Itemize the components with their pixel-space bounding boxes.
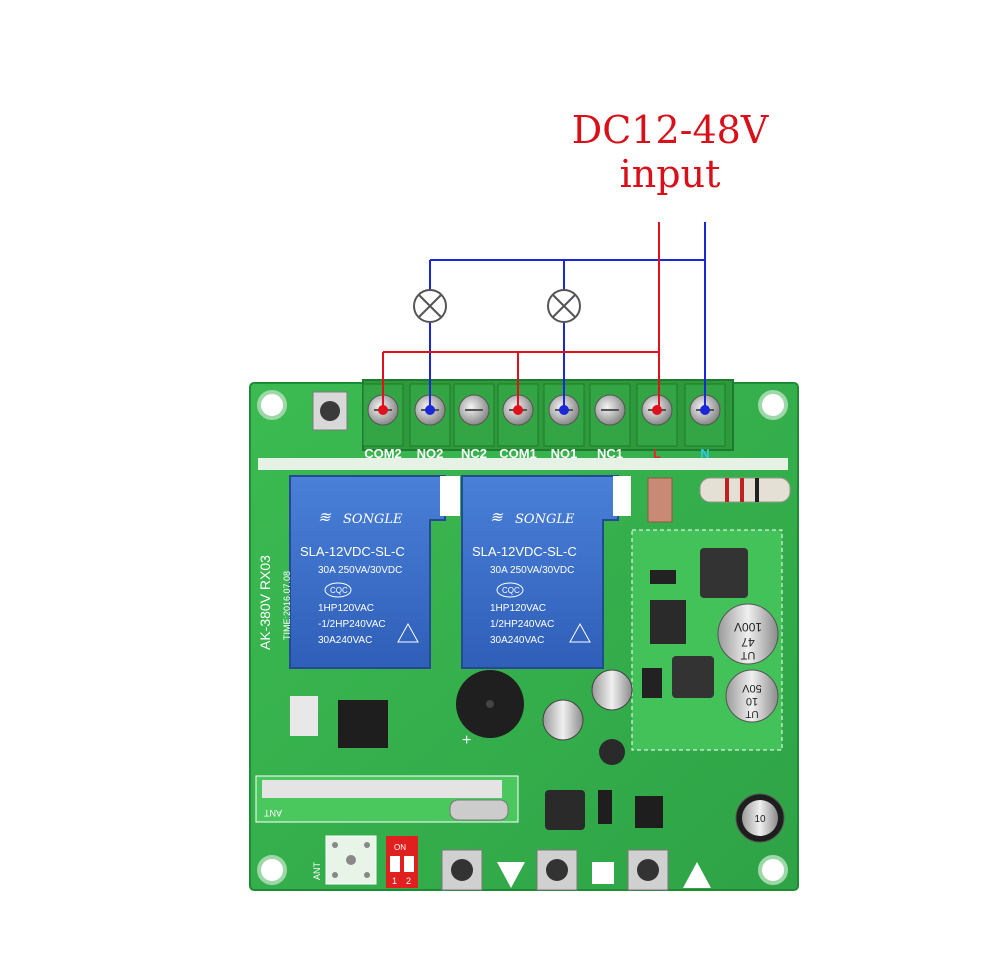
cap3-value: 10 <box>754 814 766 825</box>
terminal-label-no2: NO2 <box>417 446 444 461</box>
board-model: AK-380V RX03 <box>257 555 273 650</box>
wiring <box>382 222 706 408</box>
terminal-nc1[interactable] <box>589 383 631 447</box>
relay-2-cert: CQC <box>502 586 520 595</box>
up-button[interactable] <box>627 849 711 891</box>
relay-2-brand: SONGLE <box>515 512 575 527</box>
terminal-com2[interactable] <box>362 383 404 447</box>
isolation-slot <box>258 458 788 470</box>
terminal-label-com2: COM2 <box>364 446 402 461</box>
cap1-voltage: 100V <box>734 620 762 634</box>
buzzer-plus: + <box>462 732 471 749</box>
down-button[interactable] <box>441 849 525 891</box>
small-capacitor-1 <box>591 669 633 711</box>
capacitor-47uF: 47 100V UT <box>717 603 779 665</box>
rf-receiver-module: ANT <box>255 775 519 823</box>
dip-on-label: ON <box>394 843 406 852</box>
terminal-l[interactable] <box>636 383 678 447</box>
antenna-connector[interactable]: ANT <box>312 835 377 885</box>
learn-button[interactable] <box>312 391 348 431</box>
dip-1-label: 1 <box>392 876 397 886</box>
relay-1-brand: SONGLE <box>343 512 403 527</box>
mounting-holes <box>257 390 788 885</box>
terminal-label-nc1: NC1 <box>597 446 623 461</box>
relay-1-amp: 30A240VAC <box>318 635 372 646</box>
relay-1-model: SLA-12VDC-SL-C <box>300 544 405 559</box>
board-date: TIME:2016.07.08 <box>282 571 292 640</box>
relay-2-hp2: 1/2HP240VAC <box>490 619 554 630</box>
terminal-label-l: L <box>653 446 661 461</box>
regulator-chip <box>635 796 663 828</box>
lamp-1-icon <box>547 289 581 323</box>
transistor <box>599 739 625 765</box>
relay-1-hp2: -1/2HP240VAC <box>318 619 386 630</box>
diode <box>598 790 612 824</box>
warning-icon <box>569 622 591 643</box>
capacitor-10uF: 10 50V UT <box>725 669 779 723</box>
svg-text:≋: ≋ <box>490 508 504 526</box>
relay-2-amp: 30A240VAC <box>490 635 544 646</box>
relay-2-model: SLA-12VDC-SL-C <box>472 544 577 559</box>
terminal-label-no1: NO1 <box>551 446 578 461</box>
warning-icon <box>397 622 419 643</box>
relay-1-cert: CQC <box>330 586 348 595</box>
terminal-com1[interactable] <box>497 383 539 447</box>
cap2-mark: UT <box>745 708 758 719</box>
svg-text:≋: ≋ <box>318 508 332 526</box>
antenna-label: ANT <box>312 861 322 880</box>
relay-1-rating: 30A 250VA/30VDC <box>318 565 402 576</box>
terminal-label-n: N <box>700 446 709 461</box>
relay-1-hp1: 1HP120VAC <box>318 603 374 614</box>
terminal-label-com1: COM1 <box>499 446 537 461</box>
input-label: input <box>619 152 721 196</box>
triangle-up-icon <box>683 862 711 888</box>
terminal-block <box>362 379 734 451</box>
terminal-labels: COM2 NO2 NC2 COM1 NO1 NC1 L N <box>364 446 709 461</box>
square-stop-icon <box>592 862 614 884</box>
cap1-value: 47 <box>741 635 755 649</box>
inductor <box>545 790 585 830</box>
relay-1: ≋ SONGLE SLA-12VDC-SL-C 30A 250VA/30VDC … <box>289 475 460 669</box>
lamp-2-icon <box>413 289 447 323</box>
cap2-voltage: 50V <box>742 682 762 694</box>
small-capacitor-2 <box>542 699 584 741</box>
relay-2: ≋ SONGLE SLA-12VDC-SL-C 30A 250VA/30VDC … <box>461 475 631 669</box>
triangle-down-icon <box>497 862 525 888</box>
relay-2-hp1: 1HP120VAC <box>490 603 546 614</box>
terminal-label-nc2: NC2 <box>461 446 487 461</box>
input-voltage-title: DC12-48V <box>571 108 769 152</box>
ic-chip <box>338 700 388 748</box>
antenna-label-top: ANT <box>263 808 282 818</box>
relay-2-rating: 30A 250VA/30VDC <box>490 565 574 576</box>
dip-2-label: 2 <box>406 876 411 886</box>
terminal-nc2[interactable] <box>453 383 495 447</box>
cap1-mark: UT <box>740 649 755 661</box>
power-resistor <box>647 477 791 523</box>
capacitor-bottom: 10 <box>735 793 785 843</box>
stop-button[interactable] <box>536 849 614 891</box>
dip-switch[interactable]: ON 1 2 <box>386 836 418 888</box>
buzzer: + <box>456 670 524 749</box>
cap2-value: 10 <box>746 695 758 707</box>
smd-array <box>290 696 318 736</box>
